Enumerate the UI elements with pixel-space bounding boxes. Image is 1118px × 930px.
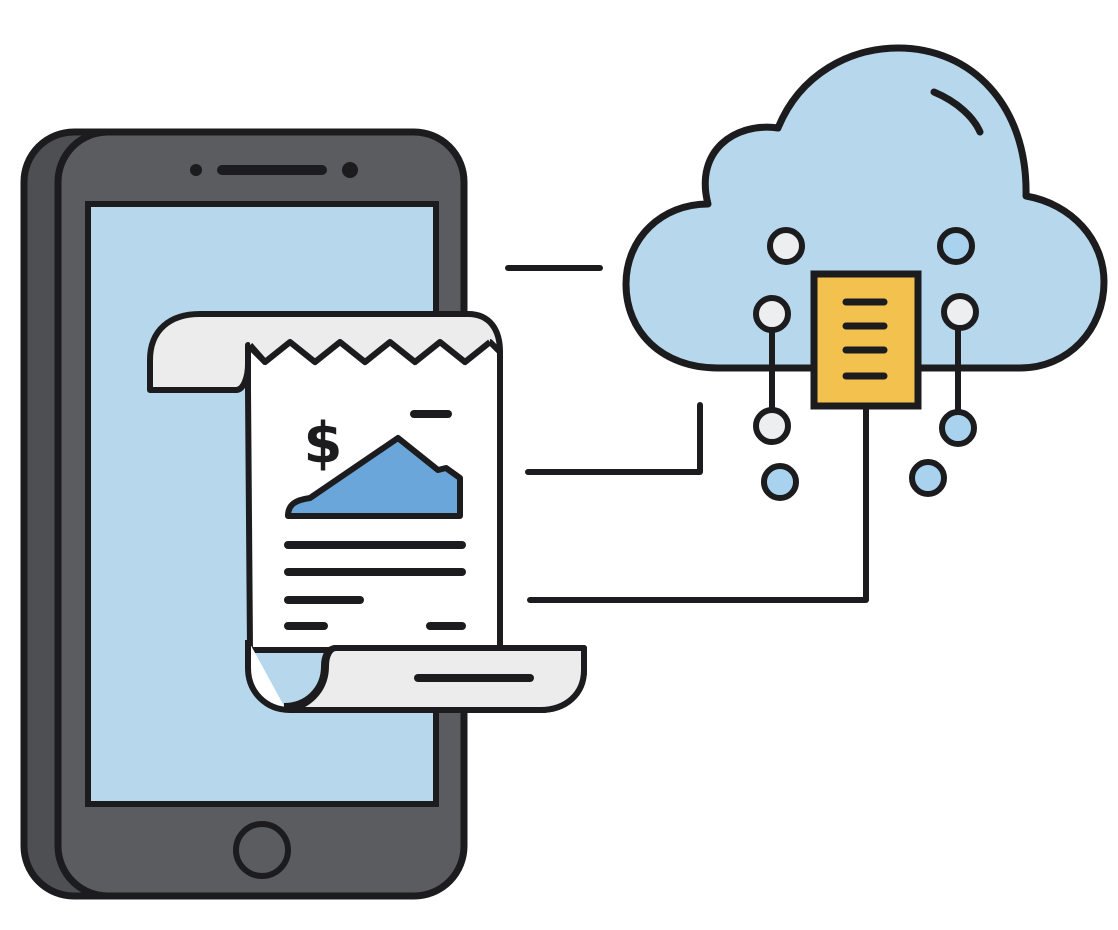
phone-home-button — [233, 821, 291, 879]
connection-lines — [505, 265, 869, 603]
receipt-icon: $ — [147, 311, 587, 713]
node-bottom-right — [909, 459, 947, 497]
receipt-tear-outline — [247, 339, 492, 365]
node-top-right — [937, 227, 975, 265]
node-bottom-left — [761, 463, 799, 501]
connector-middle — [525, 402, 703, 475]
connector-bottom — [527, 405, 869, 603]
receipt-text-lines — [284, 541, 466, 630]
circuit-network — [753, 227, 979, 501]
cloud-highlight — [930, 88, 984, 136]
chip-lines — [842, 298, 888, 380]
node-mid-right — [941, 293, 979, 331]
phone-sensor — [342, 162, 358, 178]
cloud-shape — [622, 44, 1108, 372]
processor-chip-icon — [810, 270, 922, 410]
node-low-left — [753, 407, 791, 445]
receipt-currency-symbol: $ — [304, 411, 343, 476]
circuit-nodes — [753, 227, 979, 501]
node-top-left — [767, 227, 805, 265]
phone-front-camera — [190, 164, 202, 176]
node-low-right — [939, 409, 977, 447]
receipt-area-chart — [285, 435, 463, 519]
receipt-tear-edge — [250, 330, 490, 362]
node-mid-left — [753, 295, 791, 333]
cloud-icon — [622, 44, 1108, 372]
circuit-traces — [769, 327, 961, 413]
